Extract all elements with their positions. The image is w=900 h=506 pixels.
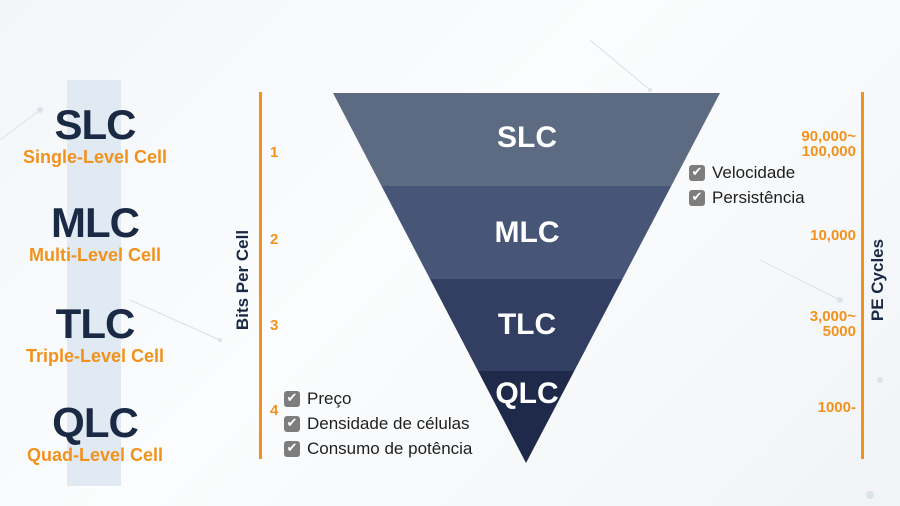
cell-type-abbr: MLC xyxy=(51,199,140,246)
bits-value: 1 xyxy=(270,144,279,161)
pe-cycles-value: 10,000 xyxy=(810,227,856,244)
cell-type-abbr: TLC xyxy=(55,300,136,347)
density-checklist: ✔ Preço ✔ Densidade de células ✔ Consumo… xyxy=(284,386,472,461)
checklist-item-label: Consumo de potência xyxy=(307,438,473,458)
checklist-item-label: Velocidade xyxy=(712,162,796,182)
cell-type-mlc: MLC Multi-Level Cell xyxy=(0,199,190,266)
cell-type-abbr: QLC xyxy=(52,399,139,446)
pyramid-label-qlc: QLC xyxy=(495,377,559,410)
bits-value: 2 xyxy=(270,231,279,248)
cell-type-name: Multi-Level Cell xyxy=(28,245,162,265)
checkbox-checked-icon: ✔ xyxy=(284,415,300,432)
left-highlight-band xyxy=(67,80,121,486)
pe-cycles-axis-title: PE Cycles xyxy=(868,238,887,322)
advantages-checklist: ✔ Velocidade ✔ Persistência xyxy=(689,160,805,210)
checklist-item: ✔ Preço xyxy=(284,386,472,411)
pe-cycles-value: 3,000~ 5000 xyxy=(809,308,856,340)
checklist-item: ✔ Velocidade xyxy=(689,160,805,185)
cell-type-tlc: TLC Triple-Level Cell xyxy=(0,300,190,367)
cell-type-abbr: SLC xyxy=(54,101,137,148)
bits-value: 3 xyxy=(270,317,279,334)
checklist-item: ✔ Consumo de potência xyxy=(284,436,472,461)
pyramid-label-slc: SLC xyxy=(497,121,557,154)
pyramid-label-mlc: MLC xyxy=(494,216,560,249)
checkbox-checked-icon: ✔ xyxy=(284,390,300,407)
pyramid-label-tlc: TLC xyxy=(497,308,557,341)
pyramid-layer-slc xyxy=(333,93,720,186)
pe-cycles-value: 1000- xyxy=(817,399,856,416)
pe-cycles-value: 90,000~ 100,000 xyxy=(801,128,856,160)
checklist-item: ✔ Persistência xyxy=(689,185,805,210)
checklist-item: ✔ Densidade de células xyxy=(284,411,472,436)
checkbox-checked-icon: ✔ xyxy=(689,164,705,181)
pe-cycles-axis-line xyxy=(861,92,864,459)
bits-value: 4 xyxy=(270,402,279,419)
cell-type-name: Quad-Level Cell xyxy=(26,445,164,465)
checklist-item-label: Preço xyxy=(307,388,352,408)
cell-type-qlc: QLC Quad-Level Cell xyxy=(0,399,190,466)
cell-type-name: Triple-Level Cell xyxy=(25,346,165,366)
checkbox-checked-icon: ✔ xyxy=(284,440,300,457)
checklist-item-label: Densidade de células xyxy=(307,413,470,433)
checkbox-checked-icon: ✔ xyxy=(689,189,705,206)
checklist-item-label: Persistência xyxy=(712,187,805,207)
bits-per-cell-axis-line xyxy=(259,92,262,459)
cell-type-name: Single-Level Cell xyxy=(22,147,168,167)
cell-type-slc: SLC Single-Level Cell xyxy=(0,101,190,168)
